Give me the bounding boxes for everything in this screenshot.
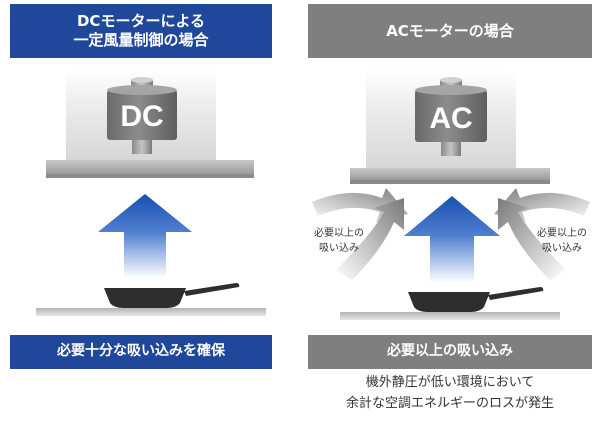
- ac-cooktop: [340, 312, 560, 320]
- ac-left-lower-intake-arrow: [336, 198, 404, 280]
- ac-motor: AC: [415, 77, 487, 156]
- ac-motor-label: AC: [429, 102, 472, 135]
- dc-caption-banner: 必要十分な吸い込みを確保: [10, 335, 272, 369]
- dc-motor: DC: [107, 77, 177, 154]
- ac-right-intake-label: 必要以上の 吸い込み: [537, 228, 587, 254]
- ac-right-lower-intake-arrow: [498, 198, 566, 280]
- ac-frying-pan: [408, 287, 544, 312]
- dc-airflow-arrow: [98, 194, 192, 278]
- dc-title-banner: DCモーターによる 一定風量制御の場合: [10, 4, 272, 58]
- dc-frying-pan: [104, 283, 240, 308]
- ac-airflow-arrow: [404, 196, 500, 283]
- ac-note-text: 機外静圧が低い環境において 余計な空調エネルギーのロスが発生: [345, 375, 554, 411]
- dc-cooktop: [36, 308, 266, 316]
- ac-left-intake-label: 必要以上の 吸い込み: [314, 228, 364, 254]
- ac-title-banner: ACモーターの場合: [308, 4, 592, 58]
- ac-caption-banner: 必要以上の吸い込み: [308, 335, 592, 369]
- dc-motor-label: DC: [120, 100, 163, 133]
